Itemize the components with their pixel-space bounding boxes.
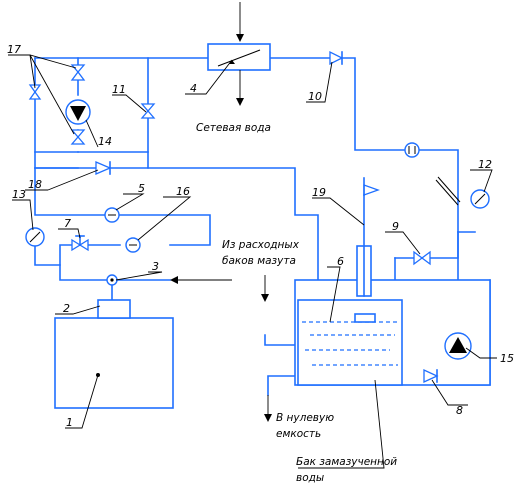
label-9: 9 [392, 220, 399, 233]
flowmeter-5-icon [104, 207, 120, 223]
caption-network-water: Сетевая вода [196, 122, 271, 134]
label-18: 18 [28, 178, 42, 191]
check-valve-10-icon [329, 50, 344, 66]
check-valve-18-icon [95, 161, 112, 175]
valve-17b-icon [70, 129, 86, 145]
caption-to-zero-tank-1: В нулевую [276, 412, 334, 424]
label-19: 19 [312, 186, 326, 199]
label-16: 16 [176, 185, 190, 198]
fitting-3-icon [106, 274, 118, 286]
label-5: 5 [138, 182, 145, 195]
label-12: 12 [478, 158, 492, 171]
label-3: 3 [152, 260, 159, 273]
caption-from-tanks-2: баков мазута [222, 255, 296, 267]
label-13: 13 [12, 188, 26, 201]
number-labels: 1 2 3 4 5 6 7 8 9 10 11 12 13 14 15 16 1… [7, 43, 514, 429]
valve-17c-icon [28, 84, 42, 100]
heat-exchanger-4 [207, 2, 271, 106]
valve-7-icon [71, 235, 89, 252]
valve-11-icon [140, 103, 156, 119]
pump-15-icon [444, 332, 472, 360]
label-2: 2 [63, 302, 70, 315]
label-8: 8 [456, 404, 463, 417]
caption-oily-tank-1: Бак замазученной [296, 456, 397, 468]
caption-from-tanks-1: Из расходных [222, 239, 300, 251]
captions: Сетевая вода Из расходных баков мазута В… [196, 122, 397, 484]
pressure-gauge-13-icon [25, 227, 45, 247]
label-11: 11 [112, 83, 126, 96]
valve-17a-icon [70, 64, 86, 81]
thermometer-icon [435, 176, 461, 206]
label-15: 15 [500, 352, 514, 365]
label-1: 1 [66, 416, 73, 429]
equipment [25, 50, 490, 384]
caption-oily-tank-2: воды [296, 472, 324, 484]
label-6: 6 [337, 255, 344, 268]
label-14: 14 [98, 135, 112, 148]
pressure-gauge-12-icon [470, 189, 490, 209]
valve-9-icon [413, 250, 431, 266]
check-valve-8-icon [423, 368, 439, 384]
mazut-tank [54, 299, 174, 409]
flowmeter-16-icon [125, 237, 141, 253]
label-7: 7 [64, 217, 71, 230]
label-10: 10 [308, 90, 322, 103]
leader-lines [8, 54, 497, 469]
caption-to-zero-tank-2: емкость [276, 428, 321, 440]
label-17: 17 [7, 43, 21, 56]
label-4: 4 [190, 82, 197, 95]
flowmeter-right-icon [404, 142, 420, 158]
flow-arrows [170, 275, 272, 422]
pump-14-icon [65, 99, 91, 125]
